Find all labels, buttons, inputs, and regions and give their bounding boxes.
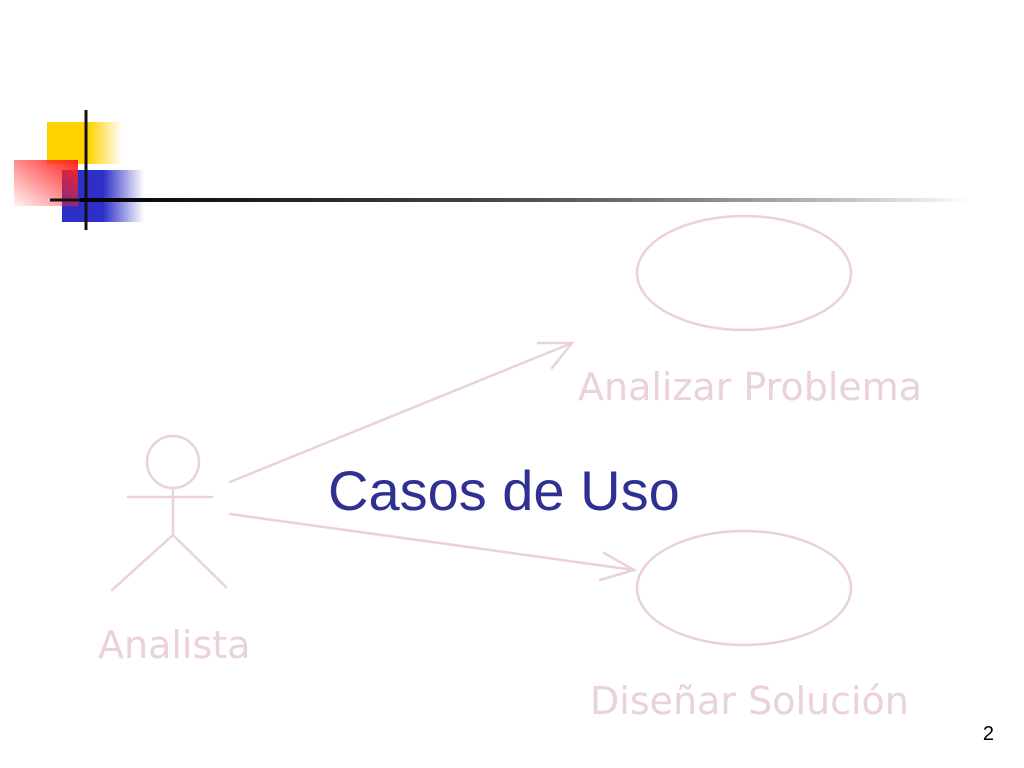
arrow-to-analizar [228, 341, 575, 484]
slide-title: Casos de Uso [328, 459, 680, 522]
use-case-ellipse-disenar [635, 529, 853, 647]
arrow-to-disenar [228, 512, 638, 582]
actor-figure-icon [110, 434, 228, 592]
use-case-label-disenar: Diseñar Solución [590, 679, 909, 723]
corner-logo-icon [14, 110, 144, 230]
header-rule [80, 198, 970, 202]
use-case-label-analizar: Analizar Problema [578, 365, 922, 409]
actor-label: Analista [98, 623, 250, 667]
use-case-ellipse-analizar [635, 214, 853, 332]
page-number: 2 [982, 723, 994, 745]
